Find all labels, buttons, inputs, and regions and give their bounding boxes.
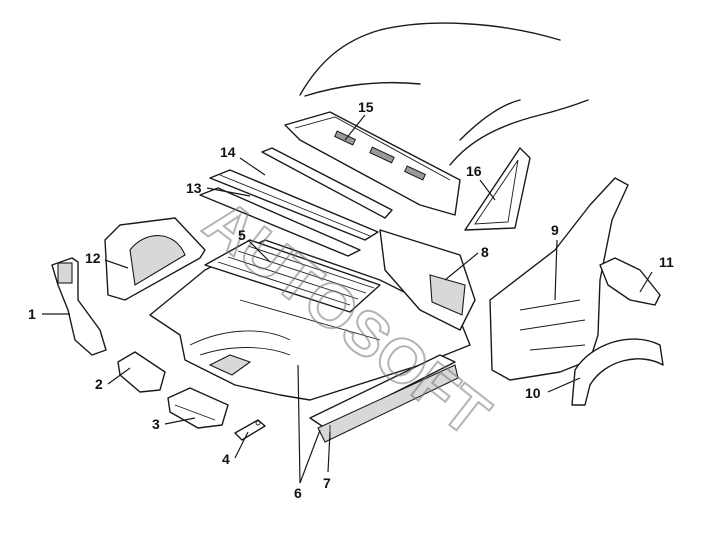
callout-2: 2	[95, 376, 103, 392]
windshield-outline	[299, 22, 589, 166]
callout-12: 12	[85, 250, 101, 266]
callout-6: 6	[294, 485, 302, 501]
rear-panel	[379, 229, 476, 331]
callout-7: 7	[323, 475, 331, 491]
callout-3: 3	[152, 416, 160, 432]
crossmember-beams	[199, 147, 393, 257]
callout-5: 5	[238, 227, 246, 243]
cowl-panel	[284, 111, 461, 216]
small-link	[234, 419, 266, 441]
rear-bracket	[599, 257, 661, 306]
callout-9: 9	[551, 222, 559, 238]
callout-11: 11	[659, 254, 674, 270]
callout-15: 15	[358, 99, 374, 115]
side-bracket	[51, 257, 107, 356]
callout-1: 1	[28, 306, 36, 322]
callout-4: 4	[222, 451, 230, 467]
callout-8: 8	[481, 244, 489, 260]
wheelhouse-box	[104, 217, 206, 301]
sill-members	[309, 354, 459, 443]
callouts: 1 2 3 4 5 6 7 8 9 10 11 12 13 14 15 16	[28, 99, 674, 501]
callout-13: 13	[186, 180, 202, 196]
quarter-inner-panel	[489, 177, 629, 381]
callout-14: 14	[220, 144, 236, 160]
wheel-arch	[571, 338, 664, 406]
battery-tray	[167, 387, 229, 429]
quarter-window	[464, 147, 531, 231]
callout-16: 16	[466, 163, 482, 179]
callout-10: 10	[525, 385, 541, 401]
ribbed-floor	[204, 239, 381, 313]
leader-lines	[42, 114, 653, 484]
